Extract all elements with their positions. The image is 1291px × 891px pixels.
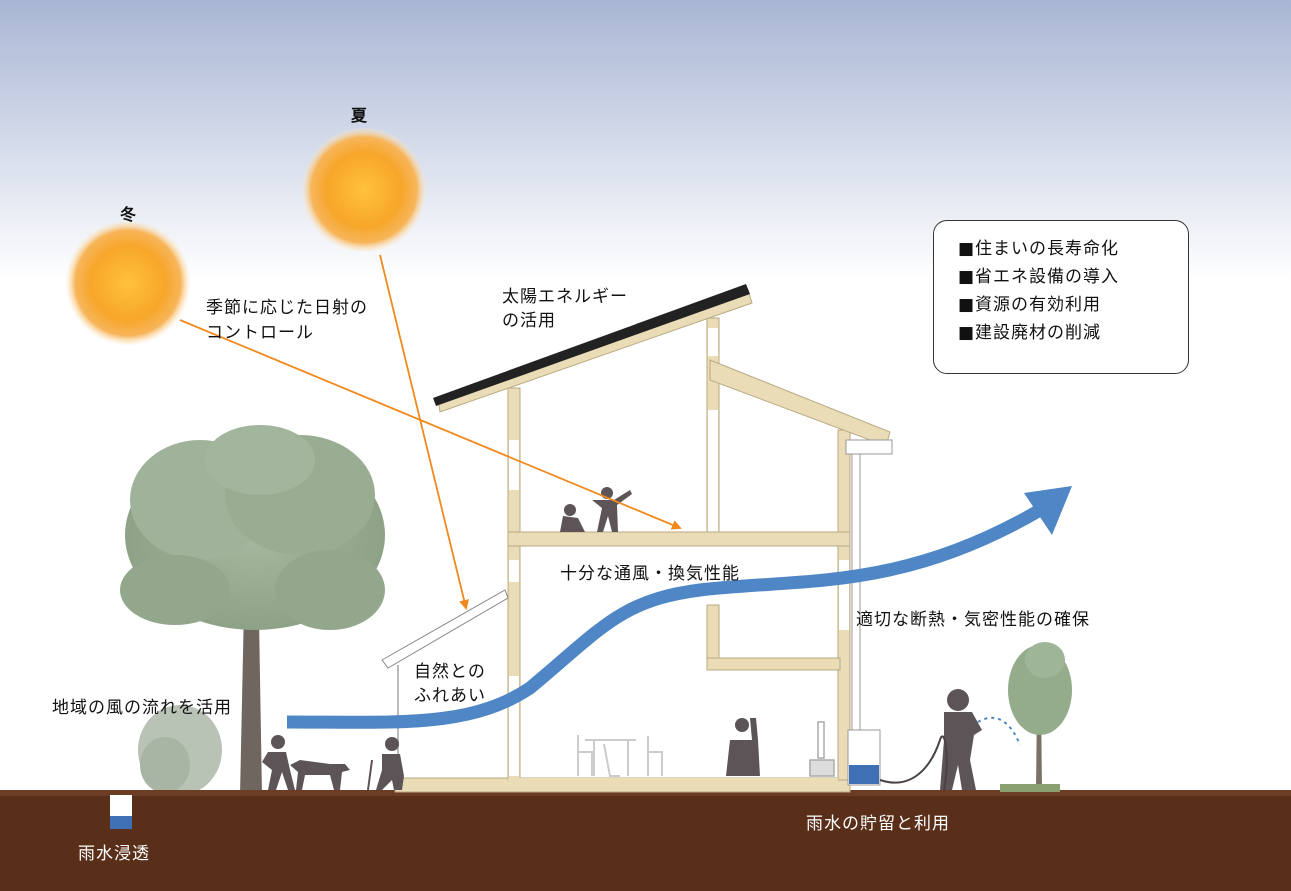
summer-sun-icon (302, 128, 426, 252)
solar-panel-icon (433, 284, 750, 406)
solar-energy-label-line1: 太陽エネルギー (502, 287, 628, 307)
winter-sun-icon (66, 221, 190, 345)
wind-flow-arrow (286, 486, 1072, 729)
person-icon (940, 689, 982, 790)
info-box-item: ■資源の有効利用 (958, 295, 1102, 315)
person-icon (367, 737, 404, 791)
solar-control-label-line2: コントロール (206, 323, 314, 343)
solar-energy-label-line2: の活用 (502, 311, 556, 331)
sky-background (0, 0, 1291, 800)
person-icon (262, 735, 295, 790)
hose (879, 735, 948, 791)
rain-infiltration-pit (110, 795, 132, 829)
policy-info-box: ■住まいの長寿命化 ■省エネ設備の導入 ■資源の有効利用 ■建設廃材の削減 (933, 220, 1189, 374)
water-spray (977, 716, 1021, 746)
local-wind-label: 地域の風の流れを活用 (52, 698, 232, 718)
tv-stand-icon (809, 721, 835, 777)
child-person-icon (726, 718, 760, 776)
winter-sun-ray (179, 319, 682, 530)
house-section (381, 284, 893, 793)
table-icon (577, 735, 663, 777)
winter-label: 冬 (120, 205, 138, 224)
summer-label: 夏 (351, 106, 369, 125)
solar-control-label-line1: 季節に応じた日射の (206, 298, 368, 318)
rain-tank-icon (847, 729, 881, 786)
rain-storage-label: 雨水の貯留と利用 (806, 814, 950, 834)
info-box-item: ■省エネ設備の導入 (958, 267, 1120, 287)
ground (0, 790, 1291, 891)
dog-icon (290, 760, 350, 790)
nature-label-line1: 自然との (414, 662, 486, 682)
insulation-label: 適切な断熱・気密性能の確保 (856, 610, 1090, 630)
people-group (262, 487, 982, 791)
nature-label-line2: ふれあい (414, 686, 486, 706)
info-box-item: ■建設廃材の削減 (958, 323, 1102, 343)
tree-icon (120, 425, 385, 795)
small-tree-icon (1008, 642, 1072, 790)
info-box-item: ■住まいの長寿命化 (958, 239, 1120, 259)
rain-infiltration-label: 雨水浸透 (78, 844, 150, 864)
bush-icon (138, 705, 222, 795)
ventilation-label: 十分な通風・換気性能 (560, 564, 740, 584)
summer-sun-ray (379, 254, 469, 610)
child-person-icon (560, 504, 585, 532)
